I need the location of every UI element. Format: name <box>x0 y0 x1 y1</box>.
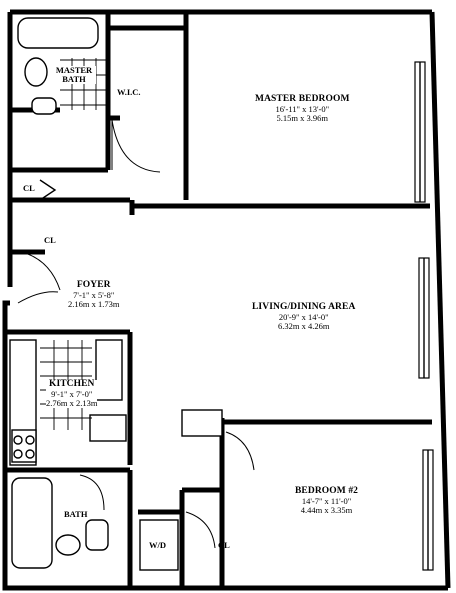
bedroom-2-dim-metric: 4.44m x 3.35m <box>300 504 353 515</box>
foyer-dim-metric: 2.16m x 1.73m <box>68 298 120 309</box>
living-dining-dim-imperial: 20'-9" x 14'-0" <box>278 311 329 322</box>
living-dining-dim-metric: 6.32m x 4.26m <box>277 320 330 331</box>
refrigerator <box>95 339 123 401</box>
bathtub-2 <box>11 477 53 569</box>
living-dining-name: LIVING/DINING AREA <box>252 302 356 312</box>
master-bedroom-label: MASTER BEDROOM 16'-11" x 13'-0" 5.15m x … <box>255 94 350 123</box>
master-bath-fixtures <box>17 17 108 115</box>
living-dining-label: LIVING/DINING AREA 20'-9" x 14'-0" 6.32m… <box>252 302 356 331</box>
bath-fixtures <box>11 477 109 569</box>
closet-1-label: CL <box>23 183 35 193</box>
closet-2-label: CL <box>44 235 56 245</box>
foyer-name: FOYER <box>76 280 111 290</box>
kitchen-dim-imperial: 9'-1" x 7'-0" <box>51 388 93 399</box>
windows <box>414 61 434 571</box>
interior-walls <box>5 12 432 588</box>
washer-dryer-box <box>139 519 179 571</box>
exterior-walls <box>2 9 451 591</box>
bath-toilet <box>85 519 109 551</box>
master-bedroom-dim-metric: 5.15m x 3.96m <box>276 112 329 123</box>
bathtub <box>17 17 99 49</box>
closet-3-label: CL <box>218 540 230 550</box>
master-bedroom-dim-imperial: 16'-11" x 13'-0" <box>275 103 330 114</box>
bedroom-2-name: BEDROOM #2 <box>295 486 359 496</box>
bedroom-2-dim-imperial: 14'-7" x 11'-0" <box>301 495 352 506</box>
foyer-label: FOYER 7'-1" x 5'-8" 2.16m x 1.73m <box>68 280 120 309</box>
doors <box>17 119 255 549</box>
bath-label: BATH <box>64 509 88 519</box>
master-bedroom-name: MASTER BEDROOM <box>255 94 350 104</box>
wic-label: W.I.C. <box>117 87 141 97</box>
washer-dryer-label: W/D <box>149 540 166 550</box>
master-toilet <box>31 97 57 115</box>
master-bath-label: MASTER BATH <box>52 66 96 84</box>
kitchen-label: KITCHEN 9'-1" x 7'-0" 2.76m x 2.13m <box>46 379 98 408</box>
foyer-dim-imperial: 7'-1" x 5'-8" <box>73 289 115 300</box>
kitchen-name: KITCHEN <box>48 379 95 389</box>
stove <box>11 429 37 463</box>
kitchen-dim-metric: 2.76m x 2.13m <box>46 397 98 408</box>
bedroom-2-label: BEDROOM #2 14'-7" x 11'-0" 4.44m x 3.35m <box>295 486 359 515</box>
columns <box>89 409 223 442</box>
kitchen-fixtures <box>9 339 123 466</box>
bath-sink <box>55 534 81 556</box>
master-sink <box>24 57 48 87</box>
